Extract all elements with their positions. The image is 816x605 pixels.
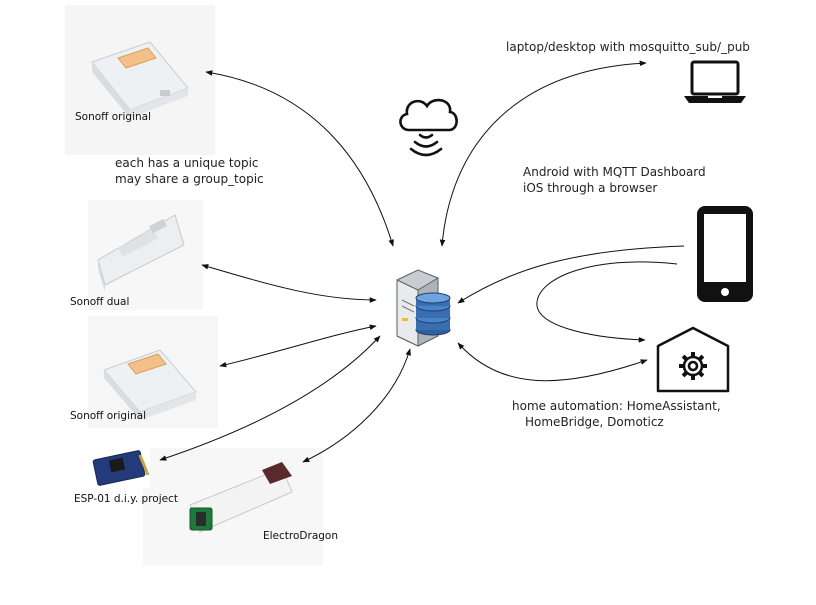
esp01-label: ESP-01 d.i.y. project bbox=[74, 493, 178, 505]
arrow-sonoff-original-2-broker bbox=[219, 324, 377, 368]
arrow-electrodragon-broker bbox=[302, 348, 411, 463]
cloud-wifi-icon bbox=[399, 98, 458, 157]
arrow-sonoff-dual-broker bbox=[201, 264, 377, 303]
sonoff-dual-label: Sonoff dual bbox=[70, 296, 130, 308]
home-automation-label-line2: HomeBridge, Domoticz bbox=[525, 415, 664, 429]
topic-note-line1: each has a unique topic bbox=[115, 156, 259, 170]
topic-note-line2: may share a group_topic bbox=[115, 172, 264, 186]
arrow-smartphone-to-broker bbox=[457, 245, 685, 304]
electrodragon-label: ElectroDragon bbox=[263, 530, 338, 542]
smartphone-icon bbox=[697, 206, 753, 302]
sonoff-original-1-label: Sonoff original bbox=[75, 111, 151, 123]
arrow-smartphone-home-loop bbox=[536, 261, 678, 343]
sonoff-dual-device bbox=[97, 214, 185, 292]
sonoff-original-2-label: Sonoff original bbox=[70, 410, 146, 422]
home-automation-label-line1: home automation: HomeAssistant, bbox=[512, 399, 721, 413]
electrodragon-device bbox=[189, 462, 293, 533]
arrow-sonoff-original-1-broker bbox=[205, 70, 394, 247]
mobile-label-line2: iOS through a browser bbox=[523, 181, 658, 195]
laptop-label: laptop/desktop with mosquitto_sub/_pub bbox=[506, 40, 750, 54]
esp01-board bbox=[88, 440, 150, 488]
arrow-laptop-broker bbox=[439, 60, 647, 247]
arrow-home-automation-broker bbox=[457, 342, 648, 382]
sonoff-original-1-device bbox=[91, 41, 189, 118]
home-gear-icon bbox=[656, 326, 730, 393]
mobile-label-line1: Android with MQTT Dashboard bbox=[523, 165, 706, 179]
server-database-icon bbox=[396, 269, 451, 347]
laptop-icon bbox=[684, 60, 746, 103]
